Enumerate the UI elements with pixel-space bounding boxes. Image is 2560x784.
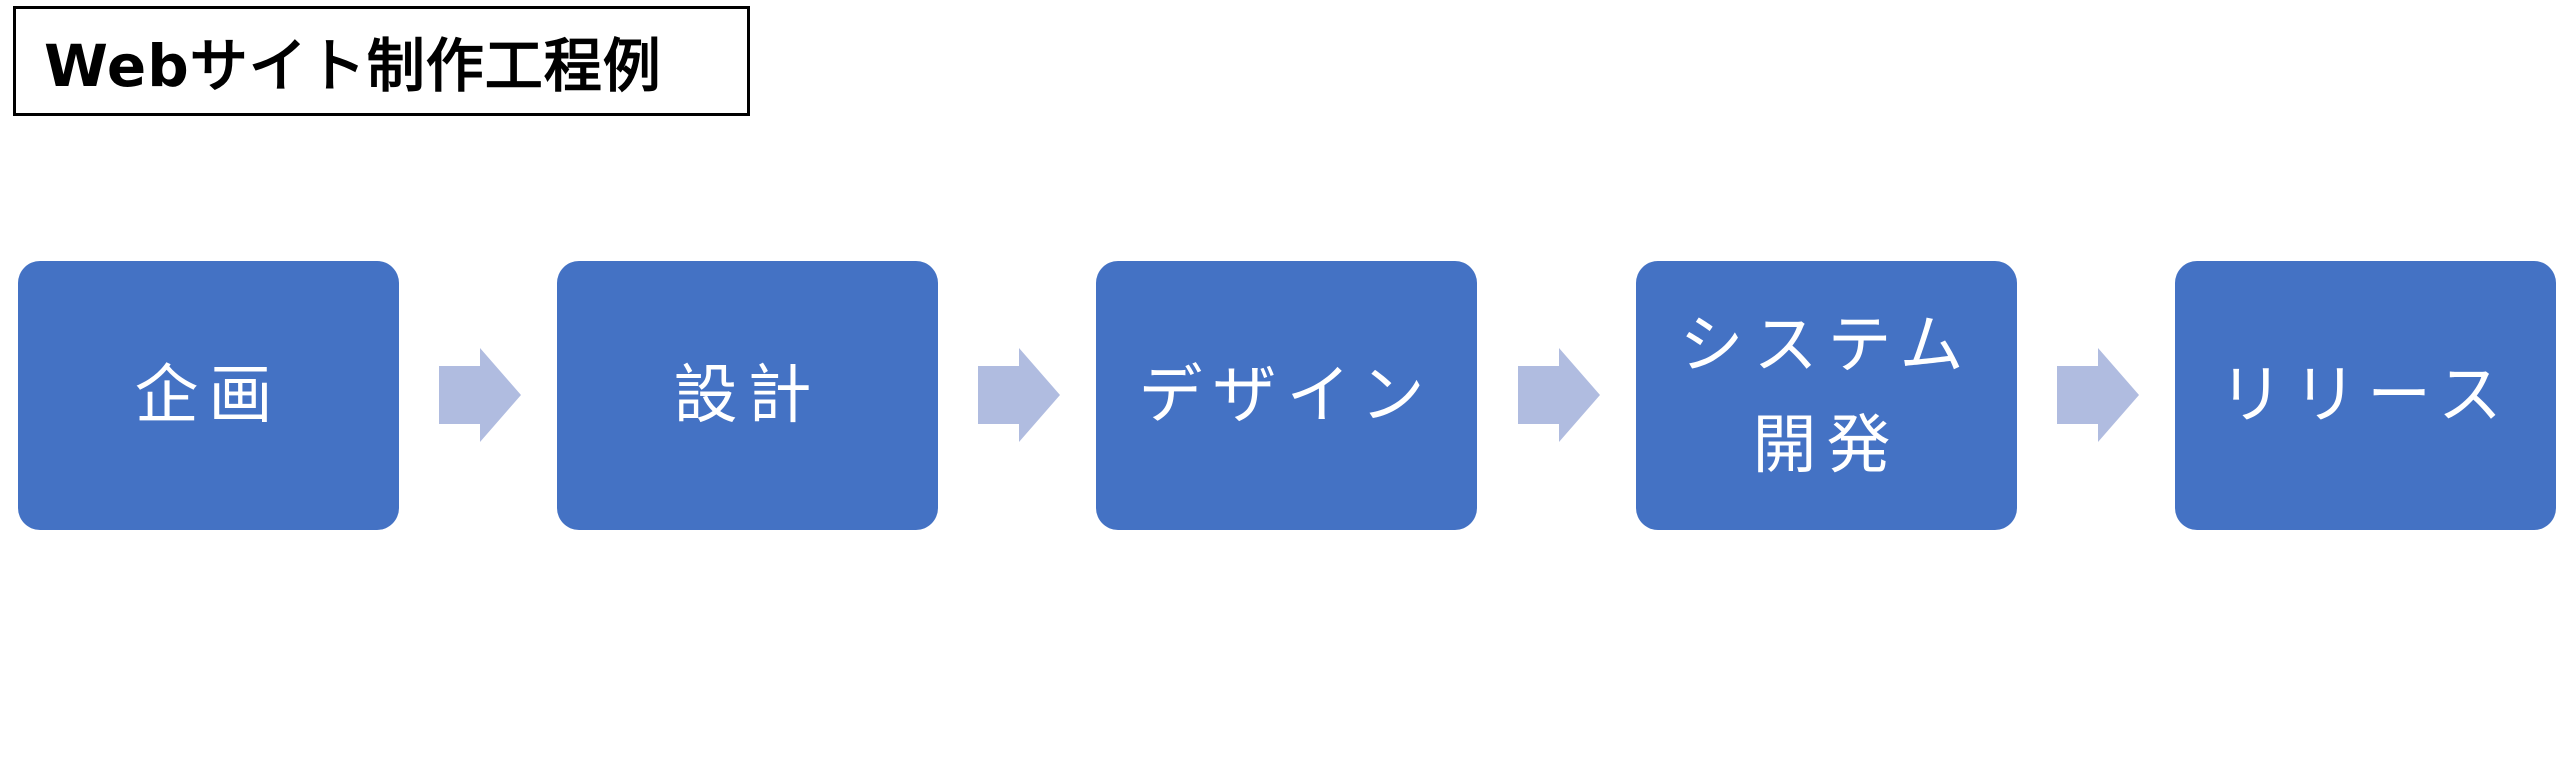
step-box-visual-design: デザイン — [1096, 261, 1477, 530]
step-label: 企画 — [134, 358, 283, 433]
right-arrow-icon — [439, 348, 521, 442]
step-label: 設計 — [673, 358, 822, 433]
step-label: システム 開発 — [1679, 308, 1974, 483]
step-box-system-development: システム 開発 — [1636, 261, 2017, 530]
title-box: Webサイト制作工程例 — [13, 6, 750, 116]
diagram-title: Webサイト制作工程例 — [44, 32, 662, 100]
right-arrow-icon — [1518, 348, 1600, 442]
right-arrow-icon — [2057, 348, 2139, 442]
step-box-release: リリース — [2175, 261, 2556, 530]
step-box-planning: 企画 — [18, 261, 399, 530]
right-arrow-icon — [978, 348, 1060, 442]
step-box-design-spec: 設計 — [557, 261, 938, 530]
step-label: デザイン — [1138, 358, 1435, 433]
step-label: リリース — [2219, 358, 2512, 433]
